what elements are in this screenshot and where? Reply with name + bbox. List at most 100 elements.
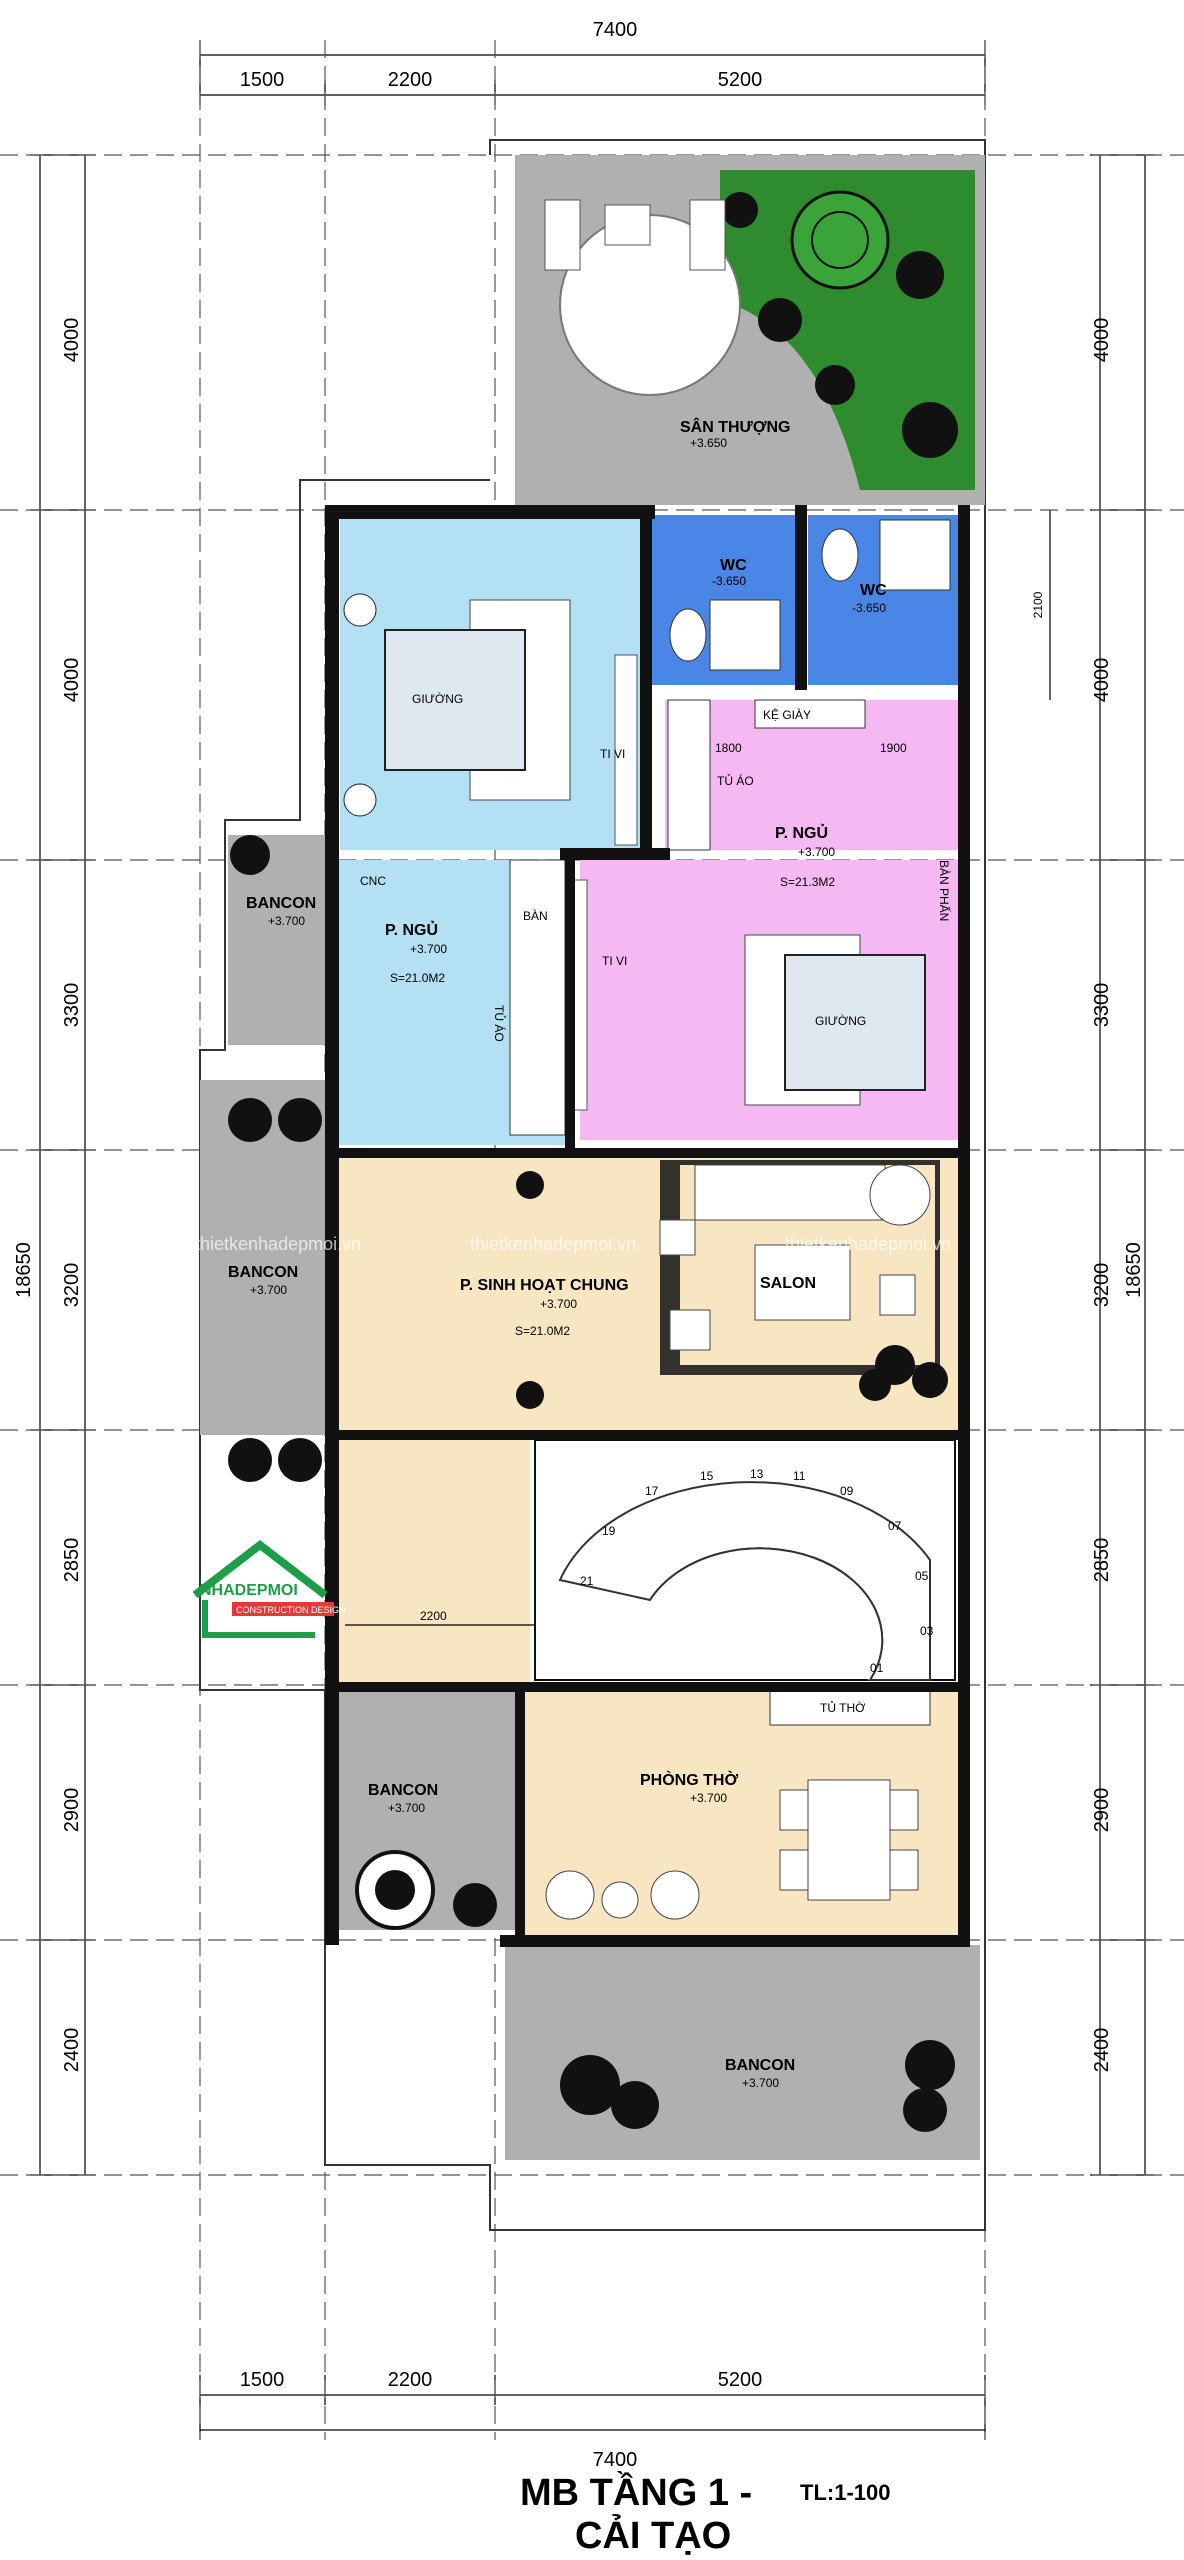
walls	[325, 505, 970, 1947]
stair-11: 11	[793, 1469, 806, 1483]
roof-terrace-label: SÂN THƯỢNG	[680, 417, 790, 436]
stair-07: 07	[888, 1519, 902, 1533]
living-room-level: +3.700	[540, 1297, 577, 1311]
staircase: 17 15 13 11 09 07 05 03 01 19 21	[534, 1439, 956, 1681]
right-dim-7: 2400	[1091, 2028, 1113, 2073]
altar-cabinet	[769, 1689, 931, 1726]
right-dim-6: 2900	[1091, 1788, 1113, 1833]
balcony-3-level: +3.700	[388, 1801, 425, 1815]
round-table	[869, 1164, 931, 1226]
right-total-dim: 18650	[1123, 1242, 1145, 1298]
logo: NHADEPMOI CONSTRUCTION DESIGN	[192, 1539, 346, 1638]
right-dimensions: 4000 4000 2100 3300 3200 2850 2900 2400 …	[1031, 155, 1146, 2175]
balcony-3-label: BANCON	[368, 1782, 438, 1799]
tivi-2-label: TI VI	[602, 954, 627, 968]
title-scale: TL:1-100	[800, 2480, 890, 2505]
dim-1900: 1900	[880, 741, 907, 755]
dim-1800: 1800	[715, 741, 742, 755]
pink-room-label: P. NGỦ	[775, 823, 828, 842]
bottom-dim-c: 5200	[718, 2369, 763, 2391]
watermark: thietkenhadepmoi.vn thietkenhadepmoi.vn …	[195, 1234, 951, 1254]
left-total-dim: 18650	[13, 1242, 35, 1298]
bed-2	[784, 954, 926, 1091]
blue-room-area: S=21.0M2	[390, 971, 445, 985]
left-dim-4: 3200	[61, 1263, 83, 1308]
wardrobe-2	[509, 859, 566, 1136]
balcony-2-label: BANCON	[228, 1264, 298, 1281]
wc-1-label: WC	[720, 557, 747, 574]
living-room-area: S=21.0M2	[515, 1324, 570, 1338]
top-dim-a: 1500	[240, 69, 285, 91]
stair-01: 01	[870, 1661, 884, 1675]
balcony-4-level: +3.700	[742, 2076, 779, 2090]
palm-trees	[722, 192, 958, 458]
cnc-label: CNC	[360, 874, 386, 888]
bedroom-pink: KỆ GIÀY 1800 1900 TỦ ÁO P. NGỦ +3.700 S=…	[564, 699, 960, 1140]
living-room-label: P. SINH HOẠT CHUNG	[460, 1277, 629, 1294]
roof-terrace: SÂN THƯỢNG +3.650	[515, 155, 985, 505]
top-dim-c: 5200	[718, 69, 763, 91]
pink-room-level: +3.700	[798, 845, 835, 859]
wc-2-level: -3.650	[852, 601, 886, 615]
left-dim-7: 2400	[61, 2028, 83, 2073]
wardrobe-2-label: TỦ ÁO	[492, 1005, 507, 1042]
wardrobe-1	[667, 699, 711, 851]
bed-1	[384, 629, 526, 771]
balcony-1-level: +3.700	[268, 914, 305, 928]
bedroom-blue-top: GIƯỜNG TI VI	[340, 515, 640, 850]
logo-name: NHADEPMOI	[200, 1582, 298, 1599]
roof-terrace-level: +3.650	[690, 436, 727, 450]
balcony-2-level: +3.700	[250, 1283, 287, 1297]
salon-label: SALON	[760, 1275, 816, 1292]
balcony-1-label: BANCON	[246, 895, 316, 912]
logo-tagline: CONSTRUCTION DESIGN	[236, 1605, 346, 1615]
tivi-1-label: TI VI	[600, 747, 625, 761]
left-dim-1: 4000	[61, 318, 83, 363]
bottom-dim-b: 2200	[388, 2369, 433, 2391]
wc-2: WC -3.650	[808, 515, 958, 685]
stair-15: 15	[700, 1469, 714, 1483]
left-dim-2: 4000	[61, 658, 83, 703]
bedroom-blue-mid: CNC BÀN TỦ ÁO P. NGỦ +3.700 S=21.0M2	[330, 859, 566, 1145]
blue-room-level: +3.700	[410, 942, 447, 956]
pink-room-area: S=21.3M2	[780, 875, 835, 889]
side-table	[604, 204, 651, 246]
watermark-text-1: thietkenhadepmoi.vn	[195, 1234, 361, 1254]
bed-2-label: GIƯỜNG	[815, 1013, 866, 1028]
watermark-text-3: thietkenhadepmoi.vn	[785, 1234, 951, 1254]
wardrobe-1-label: TỦ ÁO	[717, 773, 754, 788]
bed-1-label: GIƯỜNG	[412, 691, 463, 706]
balcony-4-label: BANCON	[725, 2057, 795, 2074]
right-extra-dim: 2100	[1031, 591, 1045, 618]
shoe-rack-label: KỆ GIÀY	[763, 707, 811, 722]
balcony-4: BANCON +3.700	[505, 1945, 980, 2160]
stair-17: 17	[645, 1484, 659, 1498]
top-dimensions: 7400 1500 2200 5200	[199, 19, 986, 105]
title-line-1: MB TẦNG 1 -	[520, 2470, 752, 2514]
balcony-2: BANCON +3.700	[200, 1080, 328, 1482]
watermark-text-2: thietkenhadepmoi.vn	[470, 1234, 636, 1254]
shoe-rack	[754, 699, 866, 729]
right-dim-3: 3300	[1091, 983, 1113, 1028]
wc-1: WC -3.650	[650, 515, 795, 685]
stair-09: 09	[840, 1484, 854, 1498]
bottom-dimensions: 1500 2200 5200 7400	[199, 2369, 986, 2471]
balcony-1: BANCON +3.700	[228, 835, 328, 1045]
top-total-dim: 7400	[593, 19, 638, 41]
altar-cabinet-label: TỦ THỜ	[820, 1700, 866, 1715]
dim-2200: 2200	[420, 1609, 447, 1623]
living-room: SALON P. SINH HOẠT CHUNG +3.700 S=21.0M2…	[330, 1155, 960, 1685]
planter-circle	[790, 190, 890, 290]
dressing-table-label: BÀN PHẤN	[937, 860, 952, 921]
blue-room-label: P. NGỦ	[385, 920, 438, 939]
desk-label: BÀN	[523, 908, 548, 923]
stair-05: 05	[915, 1569, 929, 1583]
right-dim-5: 2850	[1091, 1538, 1113, 1583]
salon-table	[754, 1244, 851, 1321]
balcony-3: BANCON +3.700	[330, 1690, 520, 1930]
left-dim-5: 2850	[61, 1538, 83, 1583]
right-dim-2: 4000	[1091, 658, 1113, 703]
left-dim-3: 3300	[61, 983, 83, 1028]
wc-1-level: -3.650	[712, 574, 746, 588]
